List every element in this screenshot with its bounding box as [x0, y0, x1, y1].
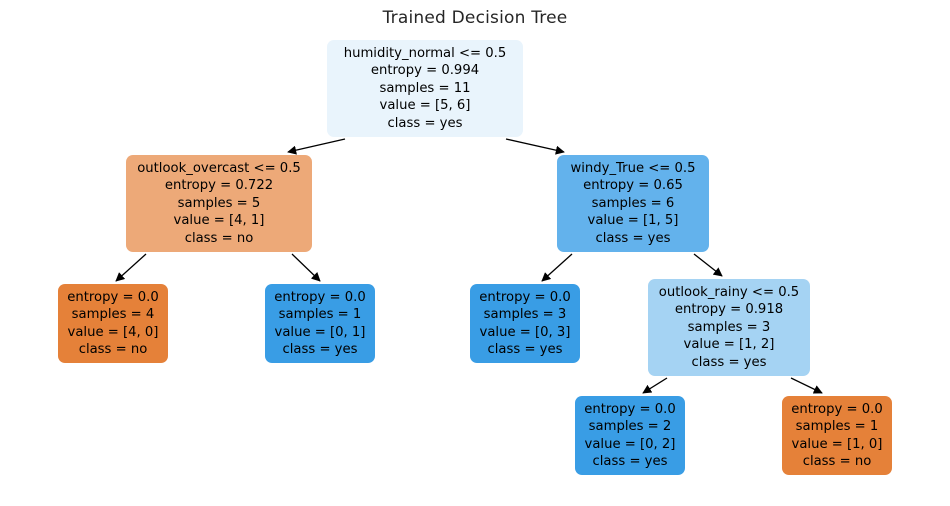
- node-class: class = no: [78, 341, 148, 357]
- node-value: value = [0, 3]: [479, 324, 571, 340]
- edge-n4-n6: [693, 253, 723, 277]
- node-entropy: entropy = 0.65: [583, 178, 683, 194]
- edge-n0-n4: [505, 138, 565, 155]
- node-value: value = [0, 2]: [584, 436, 676, 452]
- page-title: Trained Decision Tree: [382, 8, 568, 28]
- node-samples: samples = 3: [687, 319, 771, 335]
- node-condition: humidity_normal <= 0.5: [343, 45, 507, 61]
- node-entropy: entropy = 0.994: [370, 63, 480, 79]
- tree-leaf-yes-1[interactable]: entropy = 0.0 samples = 1 value = [0, 1]…: [265, 284, 375, 363]
- tree-leaf-yes-2[interactable]: entropy = 0.0 samples = 2 value = [0, 2]…: [575, 396, 685, 475]
- node-entropy: entropy = 0.0: [479, 289, 571, 305]
- node-entropy: entropy = 0.722: [164, 178, 274, 194]
- node-class: class = yes: [691, 354, 767, 370]
- tree-node-outlook-overcast[interactable]: outlook_overcast <= 0.5 entropy = 0.722 …: [126, 155, 312, 252]
- tree-node-outlook-rainy[interactable]: outlook_rainy <= 0.5 entropy = 0.918 sam…: [648, 279, 810, 376]
- node-class: class = yes: [487, 341, 563, 357]
- tree-leaf-no-1[interactable]: entropy = 0.0 samples = 1 value = [1, 0]…: [782, 396, 892, 475]
- node-entropy: entropy = 0.918: [674, 302, 784, 318]
- node-samples: samples = 2: [588, 419, 672, 435]
- node-value: value = [4, 0]: [67, 324, 159, 340]
- tree-leaf-no-4[interactable]: entropy = 0.0 samples = 4 value = [4, 0]…: [58, 284, 168, 363]
- node-samples: samples = 1: [278, 307, 362, 323]
- node-samples: samples = 4: [71, 307, 155, 323]
- node-samples: samples = 5: [177, 195, 261, 211]
- node-value: value = [1, 5]: [587, 213, 679, 229]
- node-class: class = yes: [592, 453, 668, 469]
- node-value: value = [0, 1]: [274, 324, 366, 340]
- node-class: class = yes: [387, 115, 463, 131]
- node-condition: outlook_overcast <= 0.5: [137, 160, 301, 176]
- node-value: value = [1, 2]: [683, 337, 775, 353]
- edge-n0-n1: [287, 138, 346, 155]
- node-class: class = no: [802, 453, 872, 469]
- node-class: class = yes: [282, 341, 358, 357]
- tree-leaf-yes-3[interactable]: entropy = 0.0 samples = 3 value = [0, 3]…: [470, 284, 580, 363]
- edge-n6-n8: [790, 377, 823, 394]
- node-value: value = [4, 1]: [173, 213, 265, 229]
- node-samples: samples = 3: [483, 307, 567, 323]
- node-value: value = [1, 0]: [791, 436, 883, 452]
- edge-n1-n3: [291, 253, 321, 282]
- tree-node-root[interactable]: humidity_normal <= 0.5 entropy = 0.994 s…: [327, 40, 523, 137]
- edge-n4-n5: [541, 253, 573, 282]
- node-condition: windy_True <= 0.5: [570, 160, 696, 176]
- node-samples: samples = 11: [379, 80, 471, 96]
- node-entropy: entropy = 0.0: [584, 401, 676, 417]
- tree-node-windy-true[interactable]: windy_True <= 0.5 entropy = 0.65 samples…: [557, 155, 709, 252]
- node-value: value = [5, 6]: [379, 98, 471, 114]
- edge-n1-n2: [115, 253, 147, 282]
- node-entropy: entropy = 0.0: [67, 289, 159, 305]
- node-entropy: entropy = 0.0: [274, 289, 366, 305]
- node-class: class = yes: [595, 230, 671, 246]
- node-condition: outlook_rainy <= 0.5: [658, 284, 800, 300]
- edge-n6-n7: [642, 377, 668, 394]
- node-samples: samples = 6: [591, 195, 675, 211]
- node-class: class = no: [184, 230, 254, 246]
- node-entropy: entropy = 0.0: [791, 401, 883, 417]
- node-samples: samples = 1: [795, 419, 879, 435]
